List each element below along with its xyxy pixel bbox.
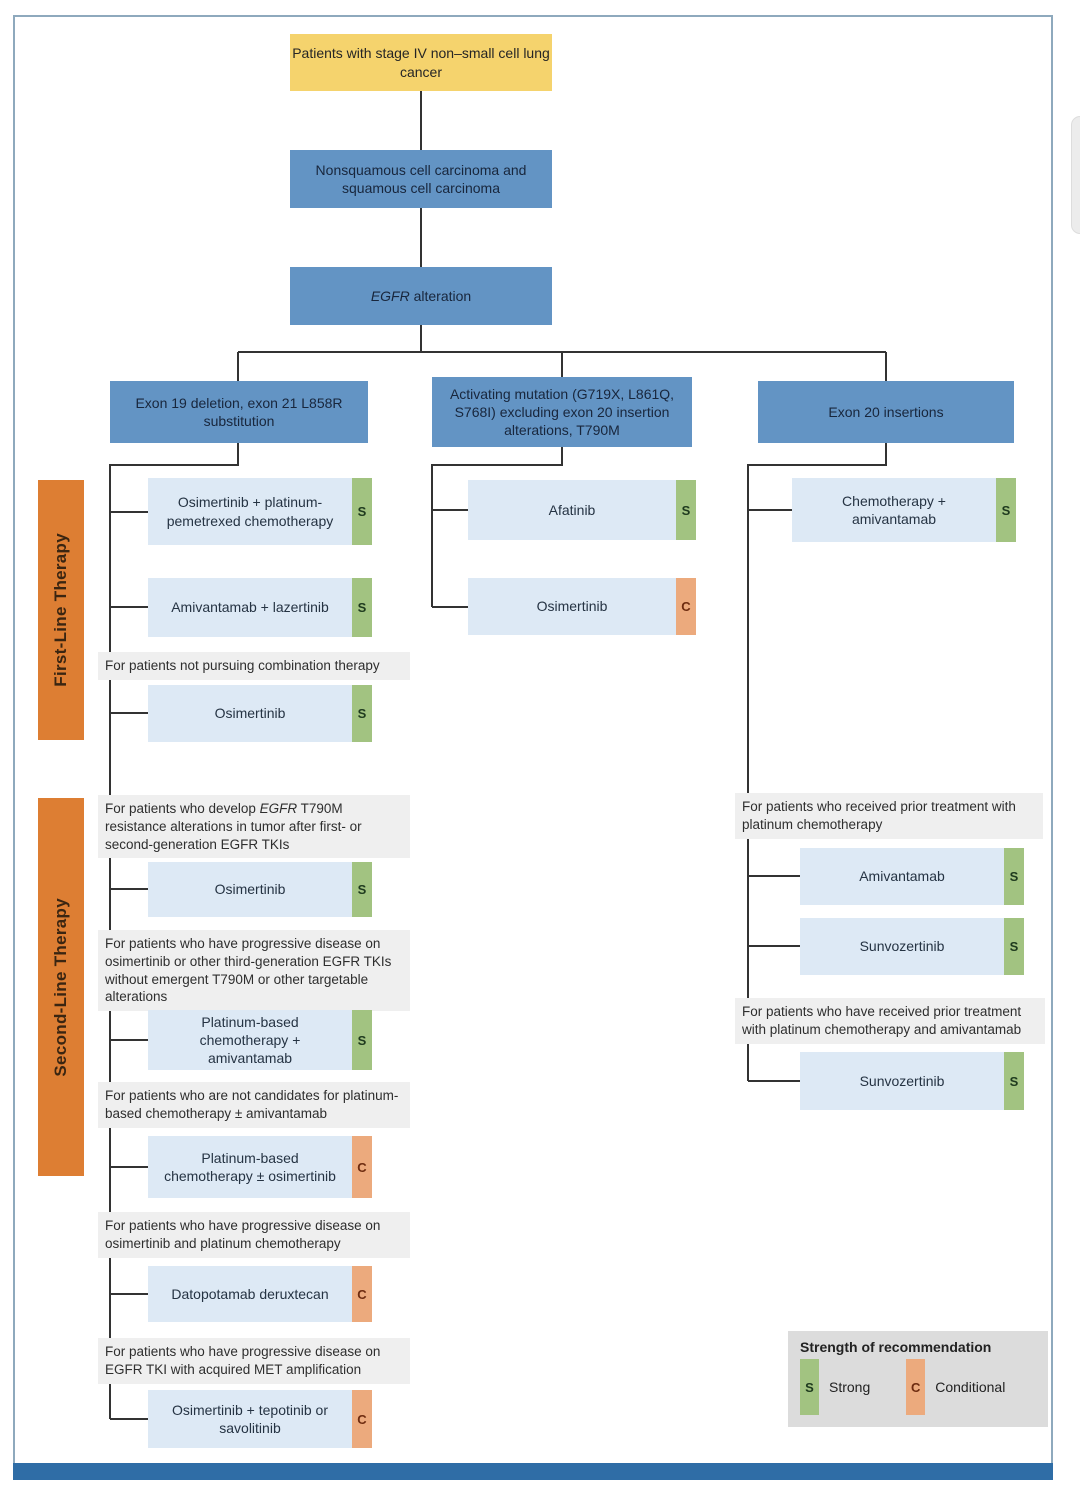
note-met-amplification: For patients who have progressive diseas…: [98, 1338, 410, 1384]
treatment-label: Osimertinib: [214, 705, 286, 722]
strength-tag-conditional: C: [352, 1266, 372, 1322]
treatment-label: Platinum-based chemotherapy + amivantama…: [199, 1013, 301, 1067]
second-line-sidebar-label: Second-Line Therapy: [51, 897, 70, 1077]
second-line-sidebar: Second-Line Therapy: [38, 798, 84, 1176]
branch-exon19-label: Exon 19 deletion, exon 21 L858R substitu…: [135, 394, 343, 429]
strength-tag-strong: S: [352, 862, 372, 917]
treatment-label: Platinum-based chemotherapy ± osimertini…: [164, 1149, 336, 1184]
note-t790m-resistance: For patients who develop EGFR T790M resi…: [98, 795, 410, 859]
histology-label: Nonsquamous cell carcinoma and squamous …: [315, 161, 527, 196]
legend-items: S Strong C Conditional: [800, 1359, 1036, 1415]
egfr-rest: alteration: [409, 287, 472, 304]
strength-tag-strong: S: [352, 685, 372, 742]
branch-exon19-box: Exon 19 deletion, exon 21 L858R substitu…: [110, 381, 368, 443]
legend-conditional-label: Conditional: [935, 1379, 1006, 1395]
treatment-box-osimertinib-second-line: Osimertinib S: [148, 862, 372, 917]
note-prior-platinum: For patients who received prior treatmen…: [735, 793, 1043, 839]
treatment-box-osimertinib-platinum-pemetrexed: Osimertinib + platinum-pemetrexed chemot…: [148, 478, 372, 545]
treatment-box-amivantamab-lazertinib: Amivantamab + lazertinib S: [148, 578, 372, 637]
note-progressive-osimertinib-platinum: For patients who have progressive diseas…: [98, 1212, 410, 1258]
note-not-pursuing-combination: For patients not pursuing combination th…: [98, 652, 410, 680]
branch-exon20-label: Exon 20 insertions: [828, 403, 944, 420]
treatment-label: Sunvozertinib: [859, 1072, 945, 1089]
strength-tag-strong: S: [676, 480, 696, 540]
branch-exon20-box: Exon 20 insertions: [758, 381, 1014, 443]
treatment-box-chemotherapy-amivantamab: Chemotherapy + amivantamab S: [792, 478, 1016, 542]
egfr-alteration-box: EGFR alteration: [290, 267, 552, 325]
treatment-label: Afatinib: [548, 501, 596, 518]
histology-box: Nonsquamous cell carcinoma and squamous …: [290, 150, 552, 208]
note-text: For patients who develop: [105, 801, 260, 816]
treatment-label: Amivantamab + lazertinib: [171, 599, 329, 616]
legend-conditional-swatch: C: [906, 1359, 926, 1415]
treatment-box-sunvozertinib-1: Sunvozertinib S: [800, 918, 1024, 975]
strength-tag-strong: S: [352, 578, 372, 637]
strength-tag-conditional: C: [352, 1390, 372, 1448]
legend-panel: Strength of recommendation S Strong C Co…: [788, 1331, 1048, 1427]
treatment-label: Chemotherapy + amivantamab: [842, 492, 946, 527]
branch-activating-box: Activating mutation (G719X, L861Q, S768I…: [432, 377, 692, 447]
treatment-box-datopotamab-deruxtecan: Datopotamab deruxtecan C: [148, 1266, 372, 1322]
root-patients-box: Patients with stage IV non–small cell lu…: [290, 34, 552, 91]
treatment-box-osimertinib-tepotinib-savolitinib: Osimertinib + tepotinib or savolitinib C: [148, 1390, 372, 1448]
egfr-gene-italic: EGFR: [370, 287, 410, 304]
first-line-sidebar-label: First-Line Therapy: [51, 533, 70, 687]
strength-tag-strong: S: [996, 478, 1016, 542]
note-prior-platinum-amivantamab: For patients who have received prior tre…: [735, 998, 1045, 1044]
note-not-candidates-platinum: For patients who are not candidates for …: [98, 1082, 410, 1128]
treatment-label: Osimertinib: [214, 881, 286, 898]
note-text: T790M resistance alterations in tumor af…: [105, 801, 362, 852]
egfr-gene-italic: EGFR: [259, 801, 298, 816]
legend-title: Strength of recommendation: [800, 1339, 992, 1355]
strength-tag-conditional: C: [352, 1136, 372, 1198]
treatment-box-osimertinib-activating: Osimertinib C: [468, 578, 696, 635]
egfr-alteration-label: EGFR alteration: [371, 287, 471, 305]
legend-strong-swatch: S: [800, 1359, 819, 1415]
branch-activating-label: Activating mutation (G719X, L861Q, S768I…: [449, 385, 675, 439]
treatment-box-afatinib: Afatinib S: [468, 480, 696, 540]
first-line-sidebar: First-Line Therapy: [38, 480, 84, 740]
treatment-label: Osimertinib: [536, 598, 608, 615]
strength-tag-strong: S: [1004, 1052, 1024, 1110]
root-patients-label: Patients with stage IV non–small cell lu…: [292, 45, 550, 80]
strength-tag-strong: S: [1004, 848, 1024, 905]
treatment-label: Osimertinib + tepotinib or savolitinib: [171, 1401, 329, 1436]
treatment-label: Osimertinib + platinum-pemetrexed chemot…: [166, 494, 334, 529]
strength-tag-conditional: C: [676, 578, 696, 635]
strength-tag-strong: S: [352, 1010, 372, 1070]
treatment-box-amivantamab: Amivantamab S: [800, 848, 1024, 905]
note-progressive-third-gen: For patients who have progressive diseas…: [98, 930, 410, 1012]
treatment-label: Amivantamab: [859, 868, 945, 885]
strength-tag-strong: S: [352, 478, 372, 545]
treatment-box-sunvozertinib-2: Sunvozertinib S: [800, 1052, 1024, 1110]
treatment-label: Datopotamab deruxtecan: [171, 1285, 329, 1302]
treatment-box-osimertinib-first-line: Osimertinib S: [148, 685, 372, 742]
footer-bar: [13, 1463, 1053, 1480]
treatment-box-platinum-chemo-osimertinib: Platinum-based chemotherapy ± osimertini…: [148, 1136, 372, 1198]
treatment-box-platinum-chemo-amivantamab: Platinum-based chemotherapy + amivantama…: [148, 1010, 372, 1070]
treatment-label: Sunvozertinib: [859, 938, 945, 955]
strength-tag-strong: S: [1004, 918, 1024, 975]
legend-strong-label: Strong: [829, 1379, 871, 1395]
